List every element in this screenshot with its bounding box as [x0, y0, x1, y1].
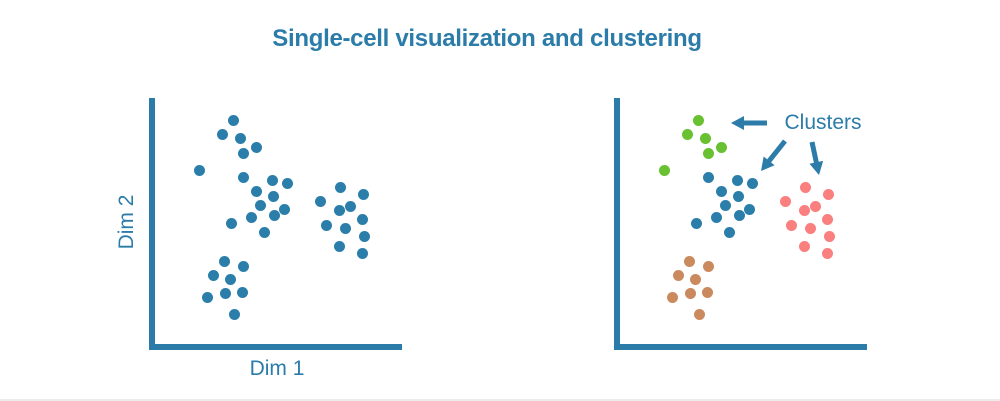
x-axis-label: Dim 1 [249, 357, 305, 380]
data-point [799, 181, 811, 193]
data-point [779, 195, 791, 207]
data-point [281, 177, 293, 189]
data-point [702, 171, 714, 183]
data-point [785, 219, 797, 231]
x-axis-line [149, 344, 402, 350]
data-point [227, 114, 239, 126]
scatter-plot-clustered: Clusters [575, 85, 875, 397]
data-point [683, 255, 695, 267]
annotation-arrow-shaft [809, 141, 820, 165]
data-point [692, 114, 704, 126]
data-point [237, 147, 249, 159]
data-point [224, 273, 236, 285]
data-point [689, 273, 701, 285]
data-point [821, 247, 833, 259]
data-point [356, 213, 368, 225]
data-point [732, 190, 744, 202]
data-point [702, 147, 714, 159]
data-point [237, 260, 249, 272]
data-point [234, 132, 246, 144]
figure-title: Single-cell visualization and clustering [272, 25, 702, 52]
data-point [266, 174, 278, 186]
x-axis-line [614, 344, 867, 350]
data-point [314, 195, 326, 207]
data-point [743, 203, 755, 215]
data-point [228, 308, 240, 320]
data-point [746, 177, 758, 189]
data-point [267, 190, 279, 202]
data-point [699, 132, 711, 144]
data-point [666, 291, 678, 303]
data-point [258, 226, 270, 238]
data-point [356, 247, 368, 259]
annotation-arrow-head [809, 160, 824, 175]
data-point [358, 230, 370, 242]
data-point [798, 204, 810, 216]
clusters-annotation-label: Clusters [784, 111, 862, 134]
data-point [710, 211, 722, 223]
data-point [218, 255, 230, 267]
data-point [702, 260, 714, 272]
data-point [715, 185, 727, 197]
data-point [320, 219, 332, 231]
data-point [193, 164, 205, 176]
data-point [693, 308, 705, 320]
data-point [821, 213, 833, 225]
data-point [684, 287, 696, 299]
y-axis-line [614, 98, 620, 350]
data-point [681, 128, 693, 140]
data-point [237, 171, 249, 183]
data-point [236, 286, 248, 298]
data-point [268, 209, 280, 221]
figure-bottom-edge [0, 399, 1000, 401]
data-point [219, 287, 231, 299]
y-axis-line [149, 98, 155, 350]
data-point [250, 185, 262, 197]
data-point [658, 164, 670, 176]
data-point [672, 269, 684, 281]
data-point [333, 240, 345, 252]
data-point [701, 286, 713, 298]
data-point [334, 181, 346, 193]
data-point [798, 240, 810, 252]
data-point [823, 230, 835, 242]
data-point [822, 188, 834, 200]
data-point [357, 188, 369, 200]
data-point [719, 199, 731, 211]
y-axis-label: Dim 2 [115, 194, 138, 250]
data-point [216, 128, 228, 140]
annotation-arrow-head [761, 156, 775, 171]
scatter-plot-unclustered: Dim 2 Dim 1 [110, 85, 410, 397]
data-point [254, 199, 266, 211]
data-point [731, 174, 743, 186]
data-point [809, 200, 821, 212]
data-point [250, 141, 262, 153]
data-point [333, 204, 345, 216]
data-point [245, 211, 257, 223]
data-point [715, 141, 727, 153]
data-point [690, 217, 702, 229]
data-point [225, 217, 237, 229]
data-point [201, 291, 213, 303]
annotation-arrow-head [731, 116, 744, 130]
data-point [723, 226, 735, 238]
annotation-arrow-shaft [765, 139, 787, 164]
data-point [339, 222, 351, 234]
data-point [733, 209, 745, 221]
data-point [344, 200, 356, 212]
data-point [804, 222, 816, 234]
data-point [278, 203, 290, 215]
data-point [207, 269, 219, 281]
